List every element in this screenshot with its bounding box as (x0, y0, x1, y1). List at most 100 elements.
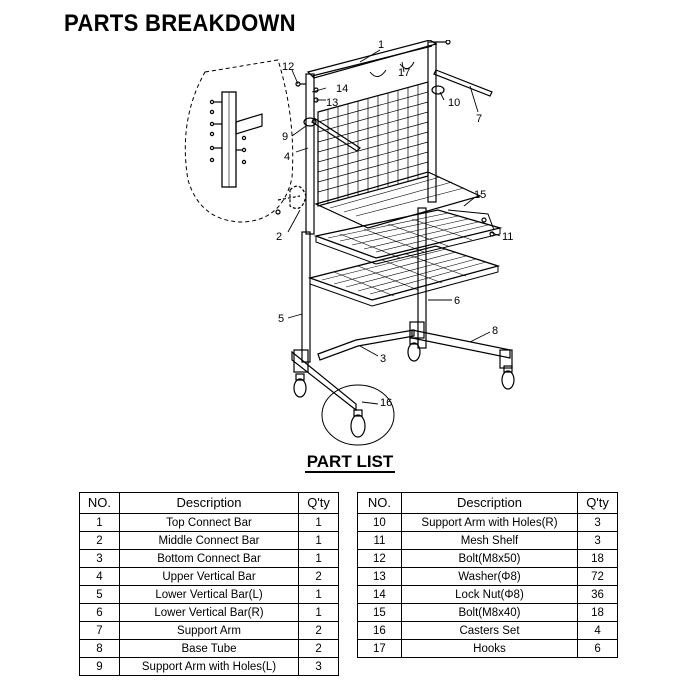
part-description: Lower Vertical Bar(R) (118, 603, 300, 622)
part-no: 16 (357, 621, 402, 640)
upper-vertical-bars (305, 41, 437, 235)
mesh-shelf-upper (314, 171, 482, 229)
table-header-row: NO. Description Q'ty (357, 492, 618, 514)
callout-9: 9 (282, 131, 288, 143)
part-qty: 2 (298, 639, 339, 658)
header-description: Description (118, 492, 300, 514)
header-qty: Q'ty (577, 492, 618, 514)
part-description: Casters Set (400, 621, 579, 640)
casters (293, 337, 515, 446)
part-no: 5 (79, 585, 120, 604)
part-qty: 18 (577, 549, 618, 568)
support-arms (303, 69, 493, 152)
part-no: 8 (79, 639, 120, 658)
part-description: Middle Connect Bar (118, 531, 300, 550)
callout-15: 15 (474, 189, 486, 201)
part-qty: 36 (577, 585, 618, 604)
part-description: Top Connect Bar (118, 513, 300, 532)
part-description: Bottom Connect Bar (118, 549, 300, 568)
detail-inset (184, 59, 307, 223)
hardware-bolts (275, 40, 495, 237)
callout-10: 10 (448, 97, 460, 109)
part-no: 10 (357, 513, 402, 532)
callout-8: 8 (492, 325, 498, 337)
part-qty: 4 (577, 621, 618, 640)
callout-16: 16 (380, 397, 392, 409)
part-description: Support Arm (118, 621, 300, 640)
part-description: Lower Vertical Bar(L) (118, 585, 300, 604)
mesh-panel (317, 81, 429, 207)
part-no: 3 (79, 549, 120, 568)
part-qty: 1 (298, 531, 339, 550)
part-no: 15 (357, 603, 402, 622)
part-description: Base Tube (118, 639, 300, 658)
header-no: NO. (357, 492, 402, 514)
mesh-shelf-lower (307, 245, 501, 307)
part-no: 11 (357, 531, 402, 550)
part-description: Hooks (400, 639, 579, 658)
callout-labels: 1 2 3 4 5 6 7 8 9 10 11 12 13 14 15 16 1… (276, 40, 513, 409)
part-description: Bolt(M8x50) (400, 549, 579, 568)
part-qty: 1 (298, 549, 339, 568)
part-description: Upper Vertical Bar (118, 567, 300, 586)
part-no: 7 (79, 621, 120, 640)
part-description: Mesh Shelf (400, 531, 579, 550)
mesh-shelf-middle (313, 209, 503, 265)
callout-2: 2 (276, 231, 282, 243)
callout-3: 3 (380, 353, 386, 365)
page-title: PARTS BREAKDOWN (64, 10, 296, 37)
part-qty: 1 (298, 513, 339, 532)
callout-12: 12 (282, 61, 294, 73)
part-description: Support Arm with Holes(R) (400, 513, 579, 532)
part-qty: 3 (577, 513, 618, 532)
header-description: Description (400, 492, 579, 514)
part-qty: 2 (298, 621, 339, 640)
part-no: 17 (357, 639, 402, 658)
part-description: Lock Nut(Φ8) (400, 585, 579, 604)
part-qty: 1 (298, 603, 339, 622)
header-qty: Q'ty (298, 492, 339, 514)
callout-5: 5 (278, 313, 284, 325)
callout-17: 17 (398, 67, 410, 79)
table-header-row: NO. Description Q'ty (79, 492, 339, 514)
part-qty: 6 (577, 639, 618, 658)
part-no: 12 (357, 549, 402, 568)
part-no: 13 (357, 567, 402, 586)
lower-vertical-bars (301, 207, 427, 363)
callout-1: 1 (378, 40, 384, 51)
part-description: Bolt(M8x40) (400, 603, 579, 622)
callout-7: 7 (476, 113, 482, 125)
exploded-rack-diagram: 1 2 3 4 5 6 7 8 9 10 11 12 13 14 15 16 1… (184, 40, 515, 446)
part-description: Washer(Φ8) (400, 567, 579, 586)
part-qty: 3 (298, 657, 339, 676)
callout-13: 13 (326, 97, 338, 109)
callout-14: 14 (336, 83, 348, 95)
part-qty: 3 (577, 531, 618, 550)
part-no: 4 (79, 567, 120, 586)
header-no: NO. (79, 492, 120, 514)
part-qty: 18 (577, 603, 618, 622)
callout-11: 11 (502, 231, 513, 243)
part-qty: 1 (298, 585, 339, 604)
part-no: 2 (79, 531, 120, 550)
part-no: 9 (79, 657, 120, 676)
callout-6: 6 (454, 295, 460, 307)
part-list-heading-text: PART LIST (304, 452, 396, 473)
part-description: Support Arm with Holes(L) (118, 657, 300, 676)
part-qty: 2 (298, 567, 339, 586)
